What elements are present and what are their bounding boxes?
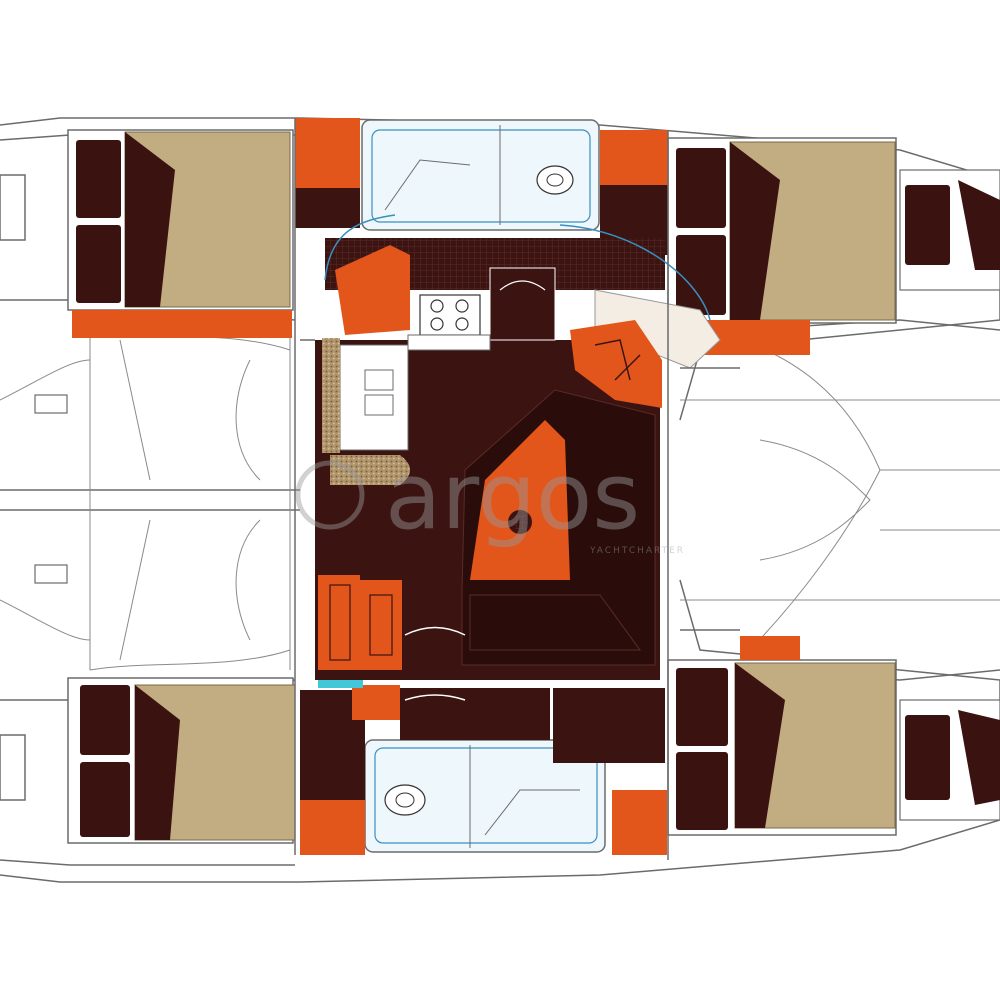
chart-table — [570, 320, 662, 408]
pillow — [676, 235, 726, 315]
cockpit-hatch-1 — [34, 394, 68, 414]
pillow — [76, 225, 121, 303]
cockpit-hatch-2 — [34, 564, 68, 584]
bed-shadow — [135, 685, 180, 840]
sink-icon — [536, 165, 574, 195]
stove-icon — [419, 294, 481, 336]
watermark: argos YACHTCHARTER — [295, 443, 685, 556]
bulkheads — [294, 118, 740, 860]
pillow — [80, 685, 130, 755]
shelf — [72, 310, 292, 338]
nav-seat — [489, 267, 556, 341]
pillow — [905, 715, 950, 800]
cork-counter — [322, 338, 340, 453]
toilet-icon — [384, 784, 426, 816]
pillow — [80, 762, 130, 837]
aft-cockpit — [0, 329, 291, 671]
saloon — [315, 267, 721, 701]
pillow — [676, 752, 728, 830]
saloon-cabinet — [360, 580, 402, 670]
stern-hatch-port — [0, 174, 26, 241]
cork-counter — [330, 455, 410, 485]
orange-locker — [335, 245, 410, 335]
bow-peak-port — [899, 169, 1000, 291]
stern-hatch-starboard — [0, 734, 26, 801]
cabin-port-aft — [67, 129, 294, 338]
bathroom-starboard — [364, 739, 606, 853]
pillow — [905, 185, 950, 265]
companionway-steps — [594, 289, 721, 369]
bed-shadow — [958, 180, 1000, 270]
bed-shadow — [958, 710, 1000, 805]
cabin-starboard-aft — [67, 677, 296, 844]
watermark-brand: argos — [385, 443, 640, 550]
pillow — [76, 140, 121, 218]
forward-deck — [680, 339, 1000, 661]
cabin-starboard-forward — [667, 636, 897, 836]
bed-shadow — [735, 663, 785, 828]
bed-shadow — [730, 142, 780, 320]
pillow — [676, 668, 728, 746]
pillow — [676, 148, 726, 228]
starboard-hull-corridor — [300, 678, 667, 855]
saloon-cabinet — [318, 575, 360, 670]
cabin-port-forward — [667, 137, 897, 355]
port-hull-corridor — [295, 118, 668, 335]
bow-peak-starboard — [899, 699, 1000, 821]
shelf — [740, 636, 800, 660]
watermark-tagline: YACHTCHARTER — [589, 546, 685, 556]
bed-shadow — [125, 132, 175, 307]
shower-arc — [324, 214, 396, 281]
bathroom-port — [324, 119, 711, 321]
